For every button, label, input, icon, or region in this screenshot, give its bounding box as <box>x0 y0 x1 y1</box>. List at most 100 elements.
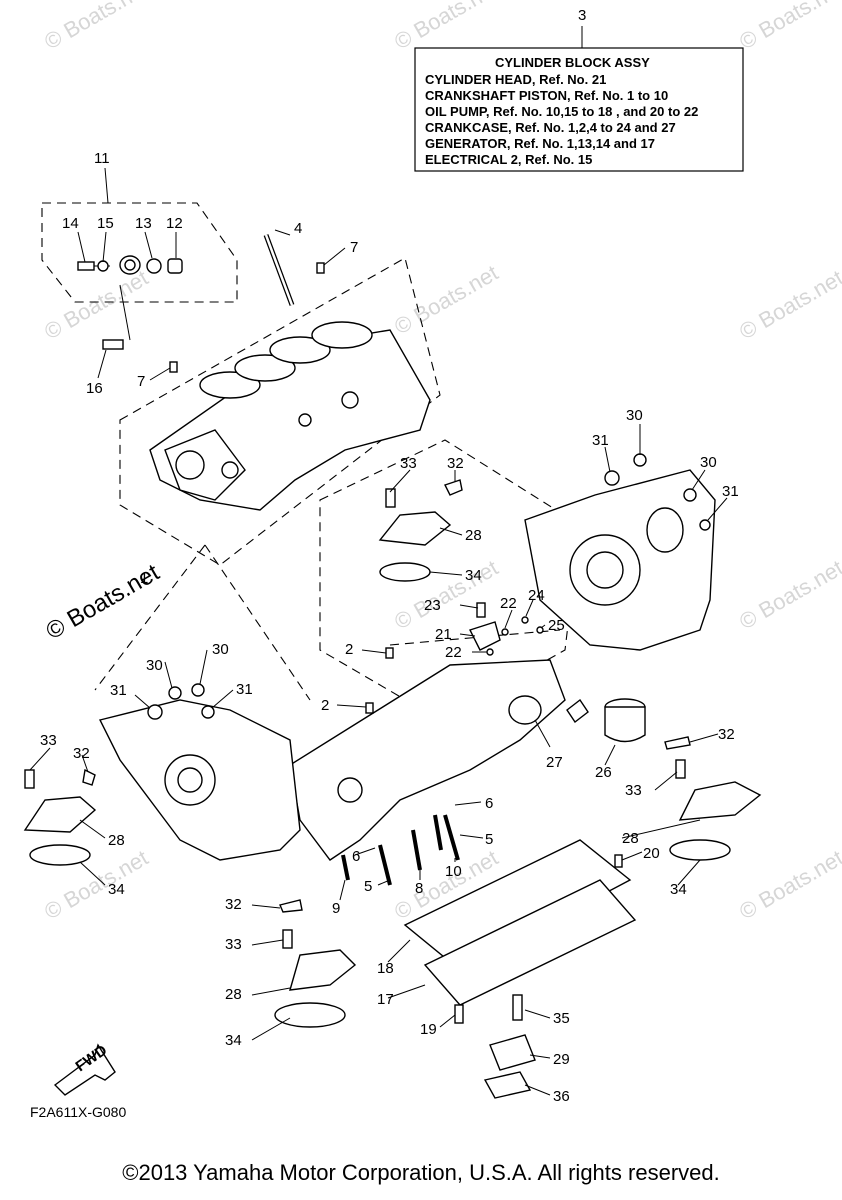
watermark: © Boats.net <box>735 265 842 344</box>
callout-9: 9 <box>332 900 340 917</box>
oil-passage-fittings <box>469 602 544 656</box>
callout-36: 36 <box>553 1088 570 1105</box>
engine-mount-right <box>664 736 762 861</box>
engine-mount-upper <box>378 479 463 582</box>
washer-31 <box>147 704 163 720</box>
watermark: © Boats.net <box>735 555 842 634</box>
info-box-line: CRANKCASE, Ref. No. 1,2,4 to 24 and 27 <box>425 120 676 135</box>
callout-2: 2 <box>345 641 353 658</box>
callout-11: 11 <box>94 150 110 167</box>
oring-25 <box>536 626 544 634</box>
bolt-30 <box>683 488 697 502</box>
callout-15: 15 <box>97 215 114 232</box>
callout-31: 31 <box>592 432 609 449</box>
callout-5: 5 <box>485 831 493 848</box>
callout-32: 32 <box>73 745 90 762</box>
callout-22: 22 <box>445 644 462 661</box>
washer-15 <box>97 260 109 272</box>
bolt-14 <box>77 261 95 271</box>
mount-28 <box>678 781 762 821</box>
bracket-29 <box>489 1034 536 1071</box>
callout-30: 30 <box>212 641 229 658</box>
diagram-code: F2A611X-G080 <box>30 1104 126 1120</box>
bracket-32 <box>279 899 303 913</box>
callout-1: 1 <box>140 570 148 587</box>
callout-33: 33 <box>40 732 57 749</box>
callout-26: 26 <box>595 764 612 781</box>
callout-17: 17 <box>377 991 394 1008</box>
watermark: © Boats.net <box>390 0 502 54</box>
callout-34: 34 <box>465 567 482 584</box>
watermark: © Boats.net <box>735 845 842 924</box>
watermark: © Boats.net <box>390 260 502 339</box>
callout-23: 23 <box>424 597 441 614</box>
info-box-line: ELECTRICAL 2, Ref. No. 15 <box>425 152 592 167</box>
callout-28: 28 <box>622 830 639 847</box>
pipe-21 <box>469 621 501 651</box>
callout-24: 24 <box>528 587 545 604</box>
callout-25: 25 <box>548 617 565 634</box>
fitting-27 <box>566 698 589 724</box>
callout-33: 33 <box>625 782 642 799</box>
callout-28: 28 <box>108 832 125 849</box>
callout-32: 32 <box>225 896 242 913</box>
callout-33: 33 <box>400 455 417 472</box>
callout-29: 29 <box>553 1051 570 1068</box>
callout-10: 10 <box>445 863 462 880</box>
mount-28 <box>378 511 452 546</box>
callout-13: 13 <box>135 215 152 232</box>
info-box-line: CYLINDER HEAD, Ref. No. 21 <box>425 72 606 87</box>
cylinder-block-info-box: 3 CYLINDER BLOCK ASSY CYLINDER HEAD, Ref… <box>414 7 744 172</box>
copyright-notice: ©2013 Yamaha Motor Corporation, U.S.A. A… <box>122 1160 720 1185</box>
callout-3: 3 <box>578 7 586 24</box>
electrical-bracket <box>483 994 536 1099</box>
bolt-23 <box>476 602 486 618</box>
callout-7: 7 <box>137 373 145 390</box>
callout-4: 4 <box>294 220 302 237</box>
bolt-33 <box>282 929 293 949</box>
cylinder-head-fittings <box>77 255 183 350</box>
plate-36 <box>483 1071 532 1099</box>
callout-28: 28 <box>465 527 482 544</box>
bolt-30 <box>191 683 205 697</box>
plate-34 <box>29 844 91 866</box>
crankcase <box>289 647 566 886</box>
watermark: © Boats.net <box>40 265 152 344</box>
callout-6: 6 <box>485 795 493 812</box>
oil-filter-assembly <box>566 698 646 743</box>
callout-30: 30 <box>626 407 643 424</box>
callout-34: 34 <box>108 881 125 898</box>
callout-32: 32 <box>718 726 735 743</box>
dowel-7 <box>169 361 178 373</box>
plug-12 <box>167 258 183 274</box>
bolt-33 <box>675 759 686 779</box>
callout-28: 28 <box>225 986 242 1003</box>
dowel-20 <box>614 854 623 868</box>
dowel-2 <box>385 647 394 659</box>
callout-31: 31 <box>236 681 253 698</box>
callout-35: 35 <box>553 1010 570 1027</box>
oring-13 <box>146 258 162 274</box>
info-box-line: GENERATOR, Ref. No. 1,13,14 and 17 <box>425 136 655 151</box>
bolt-19 <box>454 1004 464 1024</box>
plate-34 <box>274 1002 346 1028</box>
callout-31: 31 <box>722 483 739 500</box>
plate-34 <box>669 839 731 861</box>
washer-31 <box>699 519 711 531</box>
callout-labels: 11 14 15 13 12 16 4 7 7 1 30 31 30 31 33… <box>40 150 739 1105</box>
oil-pan-assembly <box>403 839 637 1024</box>
washer-31 <box>604 470 620 486</box>
callout-16: 16 <box>86 380 103 397</box>
info-box-title: CYLINDER BLOCK ASSY <box>495 55 650 70</box>
plate-34 <box>379 562 431 582</box>
callout-14: 14 <box>62 215 79 232</box>
oil-pan-17 <box>423 879 637 1006</box>
callout-5: 5 <box>364 878 372 895</box>
cylinder-studs <box>169 234 325 373</box>
callout-34: 34 <box>670 881 687 898</box>
callout-2: 2 <box>321 697 329 714</box>
callout-30: 30 <box>146 657 163 674</box>
watermark: © Boats.net <box>40 0 152 54</box>
oring-22 <box>501 628 509 636</box>
oring-24 <box>521 616 529 624</box>
